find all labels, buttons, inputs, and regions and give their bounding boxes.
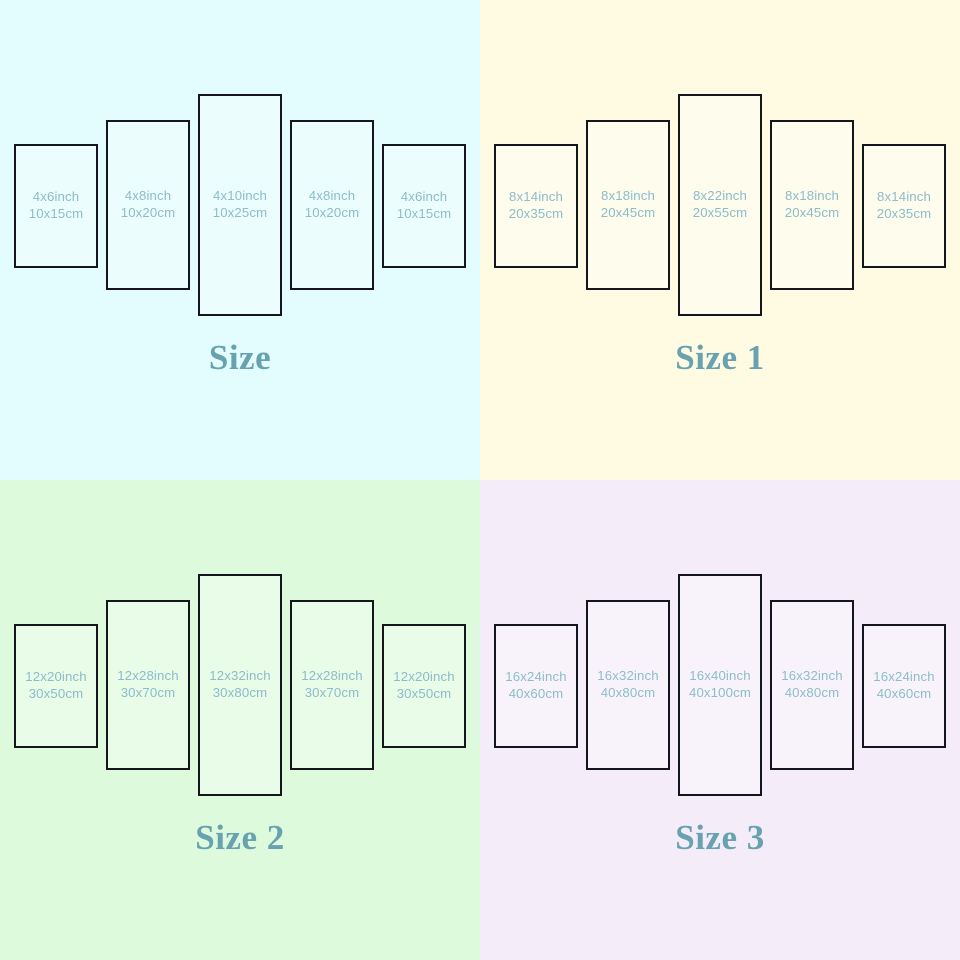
canvas-panel: 12x28inch 30x70cm (106, 600, 190, 770)
panel-label: 8x22inch 20x55cm (693, 188, 748, 222)
canvas-panel: 16x24inch 40x60cm (862, 624, 946, 748)
panel-cluster: 8x14inch 20x35cm 8x18inch 20x45cm 8x22in… (480, 0, 960, 330)
canvas-panel: 8x18inch 20x45cm (586, 120, 670, 290)
canvas-panel: 4x8inch 10x20cm (290, 120, 374, 290)
panel-label-inch: 4x6inch (400, 189, 448, 205)
panel-label-inch: 4x6inch (32, 189, 80, 205)
panel-label-inch: 12x20inch (25, 669, 87, 685)
panel-cluster: 12x20inch 30x50cm 12x28inch 30x70cm 12x3… (0, 480, 480, 810)
panel-label: 4x8inch 10x20cm (121, 188, 176, 222)
panel-label-cm: 40x100cm (688, 685, 752, 700)
panel-label: 12x20inch 30x50cm (25, 669, 86, 703)
canvas-panel: 12x28inch 30x70cm (290, 600, 374, 770)
panel-label-cm: 20x45cm (784, 205, 840, 220)
panel-label: 12x28inch 30x70cm (301, 668, 362, 702)
panel-label-cm: 10x15cm (396, 206, 452, 221)
canvas-panel: 8x14inch 20x35cm (862, 144, 946, 268)
panel-label: 16x24inch 40x60cm (505, 669, 566, 703)
panel-label-inch: 16x40inch (689, 668, 751, 684)
canvas-panel: 12x32inch 30x80cm (198, 574, 282, 796)
panel-label: 12x32inch 30x80cm (209, 668, 270, 702)
canvas-panel: 16x40inch 40x100cm (678, 574, 762, 796)
size-option-quadrant[interactable]: 16x24inch 40x60cm 16x32inch 40x80cm 16x4… (480, 480, 960, 960)
canvas-panel: 16x32inch 40x80cm (770, 600, 854, 770)
panel-label: 16x32inch 40x80cm (781, 668, 842, 702)
panel-label-cm: 30x80cm (212, 685, 268, 700)
panel-label-cm: 20x45cm (600, 205, 656, 220)
size-option-title: Size 2 (195, 818, 285, 857)
size-option-title: Size 1 (675, 338, 765, 377)
panel-label-cm: 20x35cm (508, 206, 564, 221)
size-option-title: Size (208, 338, 272, 377)
panel-label: 4x10inch 10x25cm (213, 188, 268, 222)
panel-label: 4x6inch 10x15cm (397, 189, 452, 223)
panel-label: 12x20inch 30x50cm (393, 669, 454, 703)
panel-label-inch: 8x18inch (601, 188, 655, 204)
canvas-panel: 4x6inch 10x15cm (382, 144, 466, 268)
canvas-panel: 4x8inch 10x20cm (106, 120, 190, 290)
panel-label-cm: 10x20cm (304, 205, 360, 220)
canvas-panel: 4x10inch 10x25cm (198, 94, 282, 316)
panel-label-inch: 8x18inch (785, 188, 839, 204)
size-option-quadrant[interactable]: 8x14inch 20x35cm 8x18inch 20x45cm 8x22in… (480, 0, 960, 480)
panel-label-inch: 12x28inch (301, 668, 363, 684)
size-option-quadrant[interactable]: 12x20inch 30x50cm 12x28inch 30x70cm 12x3… (0, 480, 480, 960)
panel-label-inch: 16x24inch (505, 669, 567, 685)
panel-label: 4x8inch 10x20cm (305, 188, 360, 222)
panel-label-cm: 10x20cm (120, 205, 176, 220)
canvas-panel: 16x24inch 40x60cm (494, 624, 578, 748)
panel-label-inch: 8x14inch (877, 189, 931, 205)
canvas-panel: 8x18inch 20x45cm (770, 120, 854, 290)
panel-label-cm: 20x35cm (876, 206, 932, 221)
panel-label-inch: 8x14inch (509, 189, 563, 205)
panel-label-inch: 4x8inch (124, 188, 172, 204)
panel-label: 4x6inch 10x15cm (29, 189, 84, 223)
panel-label-cm: 30x50cm (28, 686, 84, 701)
panel-label: 8x18inch 20x45cm (601, 188, 656, 222)
panel-label-cm: 40x60cm (508, 686, 564, 701)
panel-label-inch: 8x22inch (693, 188, 747, 204)
panel-label: 12x28inch 30x70cm (117, 668, 178, 702)
panel-label-cm: 20x55cm (692, 205, 748, 220)
panel-label-inch: 16x32inch (597, 668, 659, 684)
panel-cluster: 16x24inch 40x60cm 16x32inch 40x80cm 16x4… (480, 480, 960, 810)
panel-label-inch: 12x20inch (393, 669, 455, 685)
panel-label-inch: 12x32inch (209, 668, 271, 684)
panel-label-inch: 4x8inch (308, 188, 356, 204)
panel-label: 8x18inch 20x45cm (785, 188, 840, 222)
canvas-panel: 12x20inch 30x50cm (382, 624, 466, 748)
panel-label-cm: 40x80cm (600, 685, 656, 700)
size-option-quadrant[interactable]: 4x6inch 10x15cm 4x8inch 10x20cm 4x10inch… (0, 0, 480, 480)
canvas-panel: 8x14inch 20x35cm (494, 144, 578, 268)
panel-label-cm: 40x60cm (876, 686, 932, 701)
panel-cluster: 4x6inch 10x15cm 4x8inch 10x20cm 4x10inch… (0, 0, 480, 330)
canvas-panel: 12x20inch 30x50cm (14, 624, 98, 748)
panel-label-cm: 10x15cm (28, 206, 84, 221)
panel-label-inch: 4x10inch (213, 188, 267, 204)
panel-label-cm: 10x25cm (212, 205, 268, 220)
panel-label: 8x14inch 20x35cm (509, 189, 564, 223)
panel-label: 16x40inch 40x100cm (689, 668, 751, 702)
panel-label: 16x32inch 40x80cm (597, 668, 658, 702)
panel-label-inch: 16x32inch (781, 668, 843, 684)
panel-label-cm: 30x50cm (396, 686, 452, 701)
canvas-panel: 8x22inch 20x55cm (678, 94, 762, 316)
canvas-panel: 4x6inch 10x15cm (14, 144, 98, 268)
panel-label-cm: 40x80cm (784, 685, 840, 700)
panel-label-cm: 30x70cm (120, 685, 176, 700)
panel-label-inch: 12x28inch (117, 668, 179, 684)
panel-label-inch: 16x24inch (873, 669, 935, 685)
canvas-panel: 16x32inch 40x80cm (586, 600, 670, 770)
panel-label: 16x24inch 40x60cm (873, 669, 934, 703)
panel-label-cm: 30x70cm (304, 685, 360, 700)
panel-label: 8x14inch 20x35cm (877, 189, 932, 223)
size-option-title: Size 3 (675, 818, 765, 857)
